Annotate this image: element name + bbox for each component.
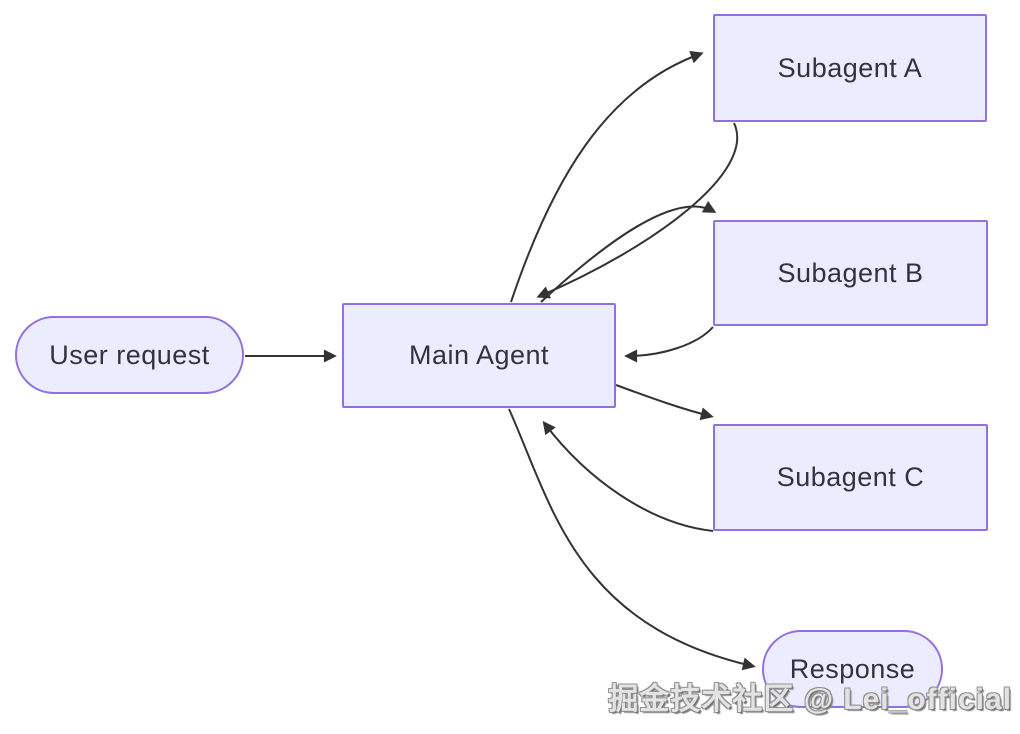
node-main-agent-label: Main Agent: [408, 340, 550, 370]
node-user-request: User request: [15, 316, 244, 394]
node-user-request-label: User request: [49, 339, 210, 370]
edge-main-agent-to-subagent-b: [540, 200, 717, 303]
watermark-text: 掘金技术社区 @ Lei_official: [608, 683, 1012, 716]
node-subagent-c: Subagent C: [713, 424, 988, 531]
node-response-label: Response: [789, 653, 916, 684]
node-main-agent: Main Agent: [342, 303, 616, 408]
node-subagent-b: Subagent B: [713, 220, 988, 326]
edge-subagent-c-to-main-agent: [542, 420, 714, 532]
edge-main-agent-to-subagent-a: [510, 50, 704, 303]
node-subagent-a-label: Subagent A: [777, 52, 923, 83]
edge-main-agent-to-subagent-c: [615, 384, 714, 421]
node-subagent-b-label: Subagent B: [777, 257, 924, 288]
edge-subagent-b-to-main-agent: [624, 326, 714, 363]
node-response: Response: [762, 630, 943, 708]
edge-subagent-a-to-main-agent: [536, 122, 739, 299]
node-subagent-c-label: Subagent C: [776, 462, 925, 492]
node-subagent-a: Subagent A: [713, 14, 987, 122]
